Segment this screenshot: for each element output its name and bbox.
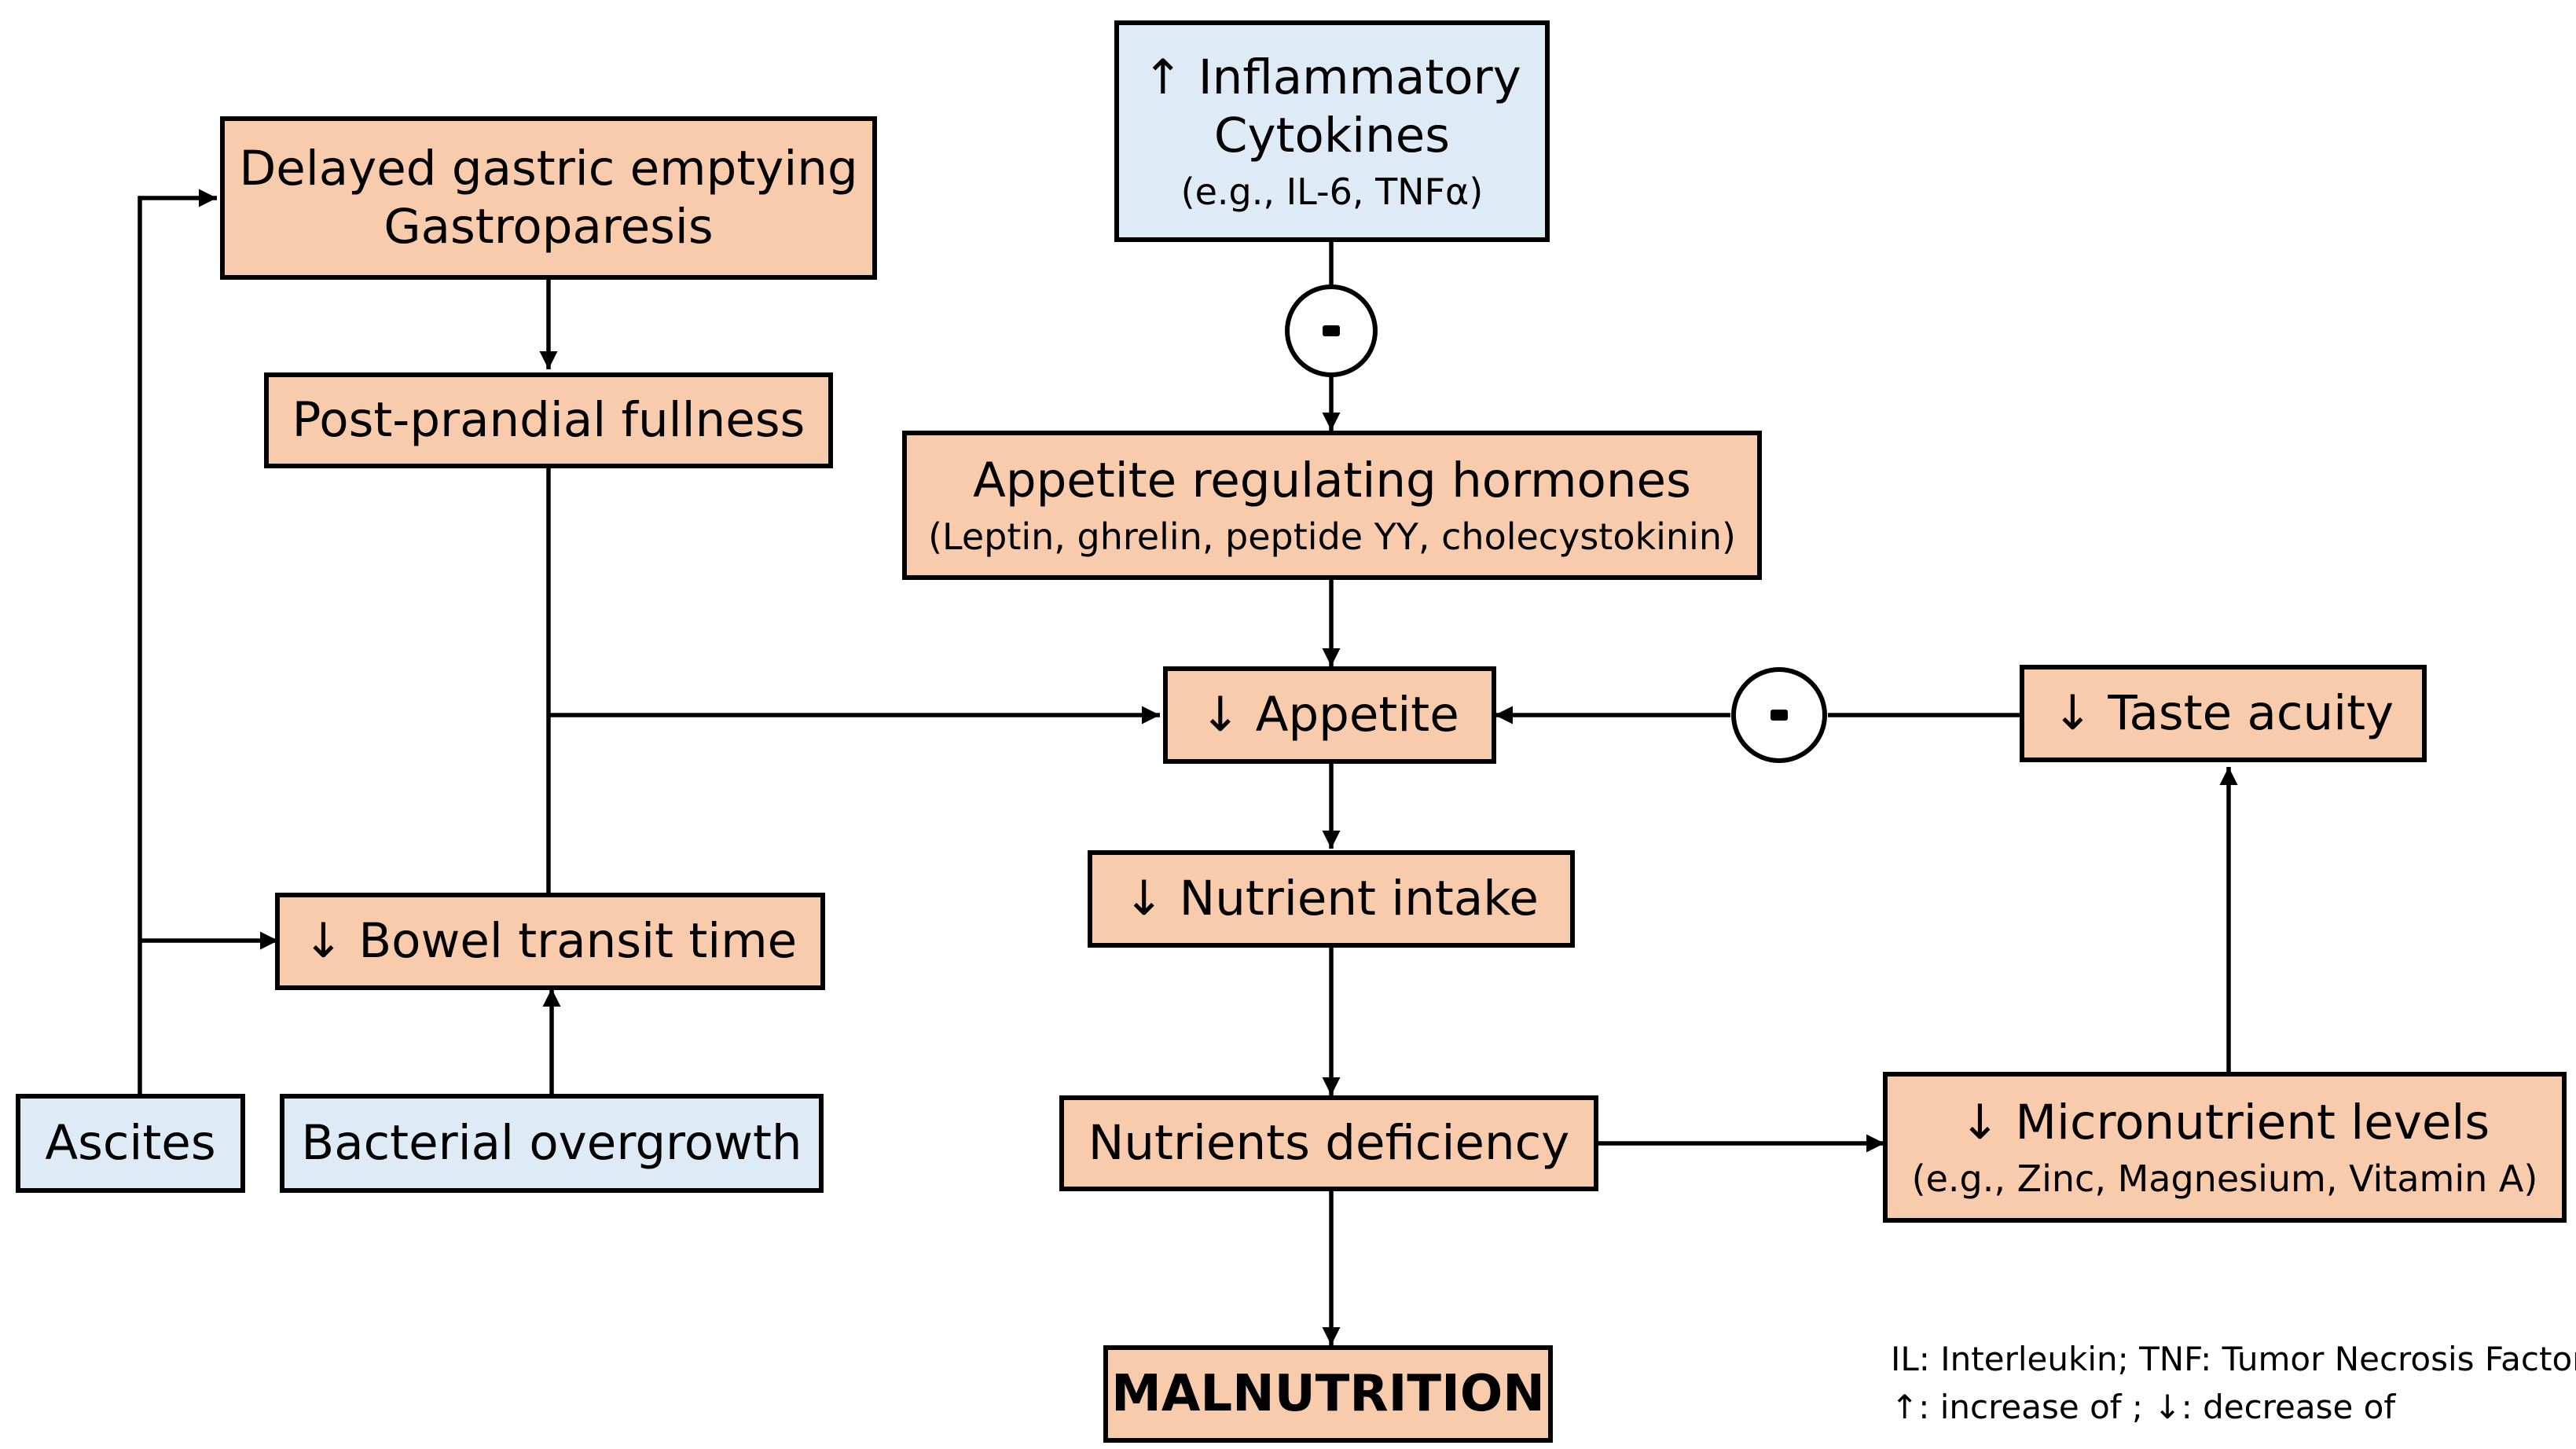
node-label: Post-prandial fullness: [292, 391, 805, 448]
legend: IL: Interleukin; TNF: Tumor Necrosis Fac…: [1891, 1336, 2576, 1432]
node-postprandial-fullness: Post-prandial fullness: [264, 372, 833, 468]
legend-arrow-key: ↑: increase of ; ↓: decrease of: [1891, 1387, 2396, 1426]
inhibition-marker-cytokines: [1285, 284, 1378, 377]
node-sublabel: (Leptin, ghrelin, peptide YY, cholecysto…: [928, 515, 1736, 559]
node-label: Gastroparesis: [383, 199, 714, 255]
arrow-ascites-to-gastric: [138, 189, 217, 1094]
node-taste-acuity: ↓ Taste acuity: [2020, 665, 2427, 762]
node-appetite: ↓ Appetite: [1163, 666, 1496, 764]
node-appetite-regulating-hormones: Appetite regulating hormones (Leptin, gh…: [902, 431, 1762, 580]
node-label: ↓ Micronutrient levels: [1959, 1094, 2490, 1150]
node-nutrients-deficiency: Nutrients deficiency: [1059, 1095, 1598, 1191]
node-label: ↓ Nutrient intake: [1124, 870, 1539, 926]
node-nutrient-intake: ↓ Nutrient intake: [1088, 850, 1575, 948]
node-ascites: Ascites: [16, 1094, 245, 1193]
node-label: ↓ Taste acuity: [2052, 684, 2394, 741]
node-bowel-transit-time: ↓ Bowel transit time: [275, 893, 825, 990]
node-delayed-gastric-emptying: Delayed gastric emptying Gastroparesis: [220, 116, 877, 280]
node-bacterial-overgrowth: Bacterial overgrowth: [280, 1094, 824, 1193]
legend-abbreviations: IL: Interleukin; TNF: Tumor Necrosis Fac…: [1891, 1340, 2576, 1378]
node-label: Bacterial overgrowth: [301, 1114, 802, 1171]
node-label: Appetite regulating hormones: [973, 452, 1691, 508]
node-label: Nutrients deficiency: [1088, 1114, 1570, 1171]
node-label: MALNUTRITION: [1111, 1364, 1545, 1423]
node-label: Ascites: [45, 1114, 216, 1171]
inhibition-marker-taste: [1731, 667, 1827, 763]
node-micronutrient-levels: ↓ Micronutrient levels (e.g., Zinc, Magn…: [1883, 1072, 2567, 1223]
node-sublabel: (e.g., IL-6, TNFα): [1180, 171, 1484, 214]
node-label: Cytokines: [1213, 107, 1451, 163]
node-inflammatory-cytokines: ↑ Inflammatory Cytokines (e.g., IL-6, TN…: [1114, 20, 1550, 242]
node-malnutrition: MALNUTRITION: [1103, 1345, 1553, 1443]
node-label: ↓ Bowel transit time: [303, 912, 798, 969]
node-sublabel: (e.g., Zinc, Magnesium, Vitamin A): [1911, 1157, 2538, 1201]
node-label: Delayed gastric emptying: [239, 140, 858, 196]
node-label: ↓ Appetite: [1200, 686, 1459, 743]
node-label: ↑ Inflammatory: [1143, 49, 1521, 105]
